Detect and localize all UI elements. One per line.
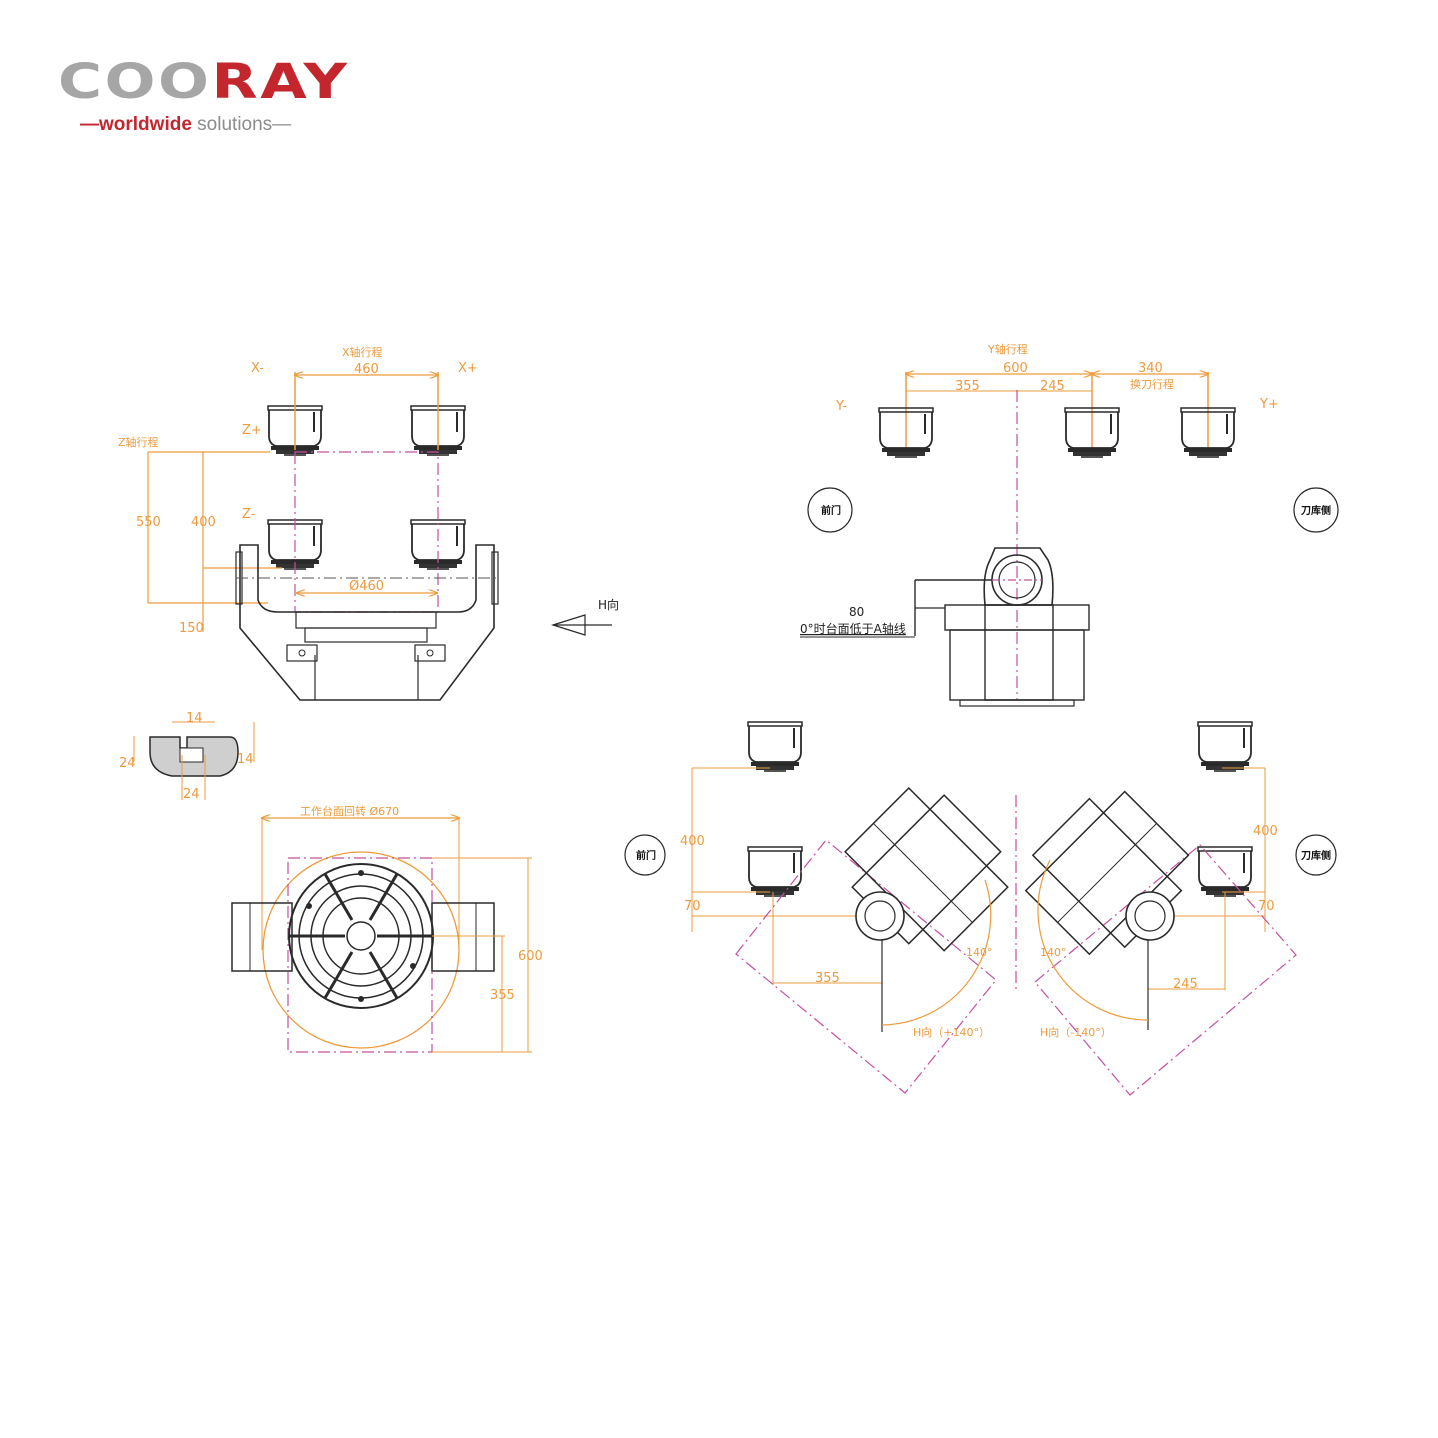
z-plus-label: Z+ [242,423,262,438]
x-minus-label: X- [251,361,264,376]
offset-note: 0°时台面低于A轴线 [800,621,906,636]
tilt-right-tool-magazine-label: 刀库侧 [1301,849,1331,862]
tilt-left-70-dim: 70 [684,899,701,914]
tilt-right-245-dim: 245 [1173,977,1198,992]
side-view: Y轴行程 600 340 换刀行程 355 245 Y- Y+ 前门 刀库侧 [800,342,1339,707]
table-diameter-dim: Ø460 [349,579,384,594]
tilt-left-view: 前门 400 70 355 140° H向（+140°） [624,721,1009,1094]
tilt-right-400-dim: 400 [1253,824,1278,839]
z-minus-label: Z- [242,507,256,522]
offset-value: 80 [849,605,864,619]
tilt-right-70-dim: 70 [1258,899,1275,914]
y-355-dim: 355 [955,379,980,394]
tagline-dash: — [80,114,99,135]
tilt-left-355-dim: 355 [815,971,840,986]
z-400-dim: 400 [191,515,216,530]
z-550-dim: 550 [136,515,161,530]
logo-brand-grey: COO [58,54,212,110]
front-door-label: 前门 [821,504,841,517]
t-slot-left-height: 24 [119,756,136,771]
y-minus-label: Y- [835,399,847,414]
h-direction-label: H向 [598,597,619,612]
t-slot-right-height: 14 [237,752,254,767]
front-view: X轴行程 460 X- X+ Z+ Z- Z轴行程 550 400 150 Ø4… [118,345,619,701]
tagline-bold: worldwide [99,114,192,135]
tilt-left-angle: 140° [966,946,993,959]
z-150-dim: 150 [179,621,204,636]
tilt-left-400-dim: 400 [680,834,705,849]
tagline-light: solutions— [191,114,292,135]
x-axis-travel-label: X轴行程 [342,345,383,359]
logo-tagline: —worldwide solutions— [80,114,291,136]
y-axis-travel-label: Y轴行程 [987,342,1028,356]
logo-brand-red: RAY [211,54,350,110]
t-slot-top-width: 14 [186,711,203,726]
top-view: 工作台面回转 Ø670 600 355 [231,804,543,1053]
tilt-right-h-direction: H向（-140°） [1040,1025,1112,1039]
tilt-right-view: 刀库侧 400 70 245 140° H向（-140°） [1024,721,1337,1096]
tool-change-label: 换刀行程 [1130,377,1174,391]
x-plus-label: X+ [458,361,478,376]
tool-change-dim: 340 [1138,361,1163,376]
tilt-left-front-door-label: 前门 [636,849,656,862]
t-slot-bottom-width: 24 [183,787,200,802]
y-travel-dim: 600 [1003,361,1028,376]
z-axis-travel-label: Z轴行程 [118,435,159,449]
tilt-right-angle: 140° [1040,946,1067,959]
cooray-logo: COORAY —worldwide solutions— [58,58,378,148]
tilt-left-h-direction: H向（+140°） [913,1025,990,1039]
logo-wordmark: COORAY [58,58,349,106]
x-travel-dim: 460 [354,362,379,377]
t-slot-detail: 14 24 14 24 [119,711,255,802]
top-view-355-dim: 355 [490,988,515,1003]
y-plus-label: Y+ [1259,397,1279,412]
y-245-dim: 245 [1040,379,1065,394]
top-view-600-dim: 600 [518,949,543,964]
tool-magazine-side-label: 刀库侧 [1301,504,1331,517]
swing-diameter-label: 工作台面回转 Ø670 [300,804,399,818]
